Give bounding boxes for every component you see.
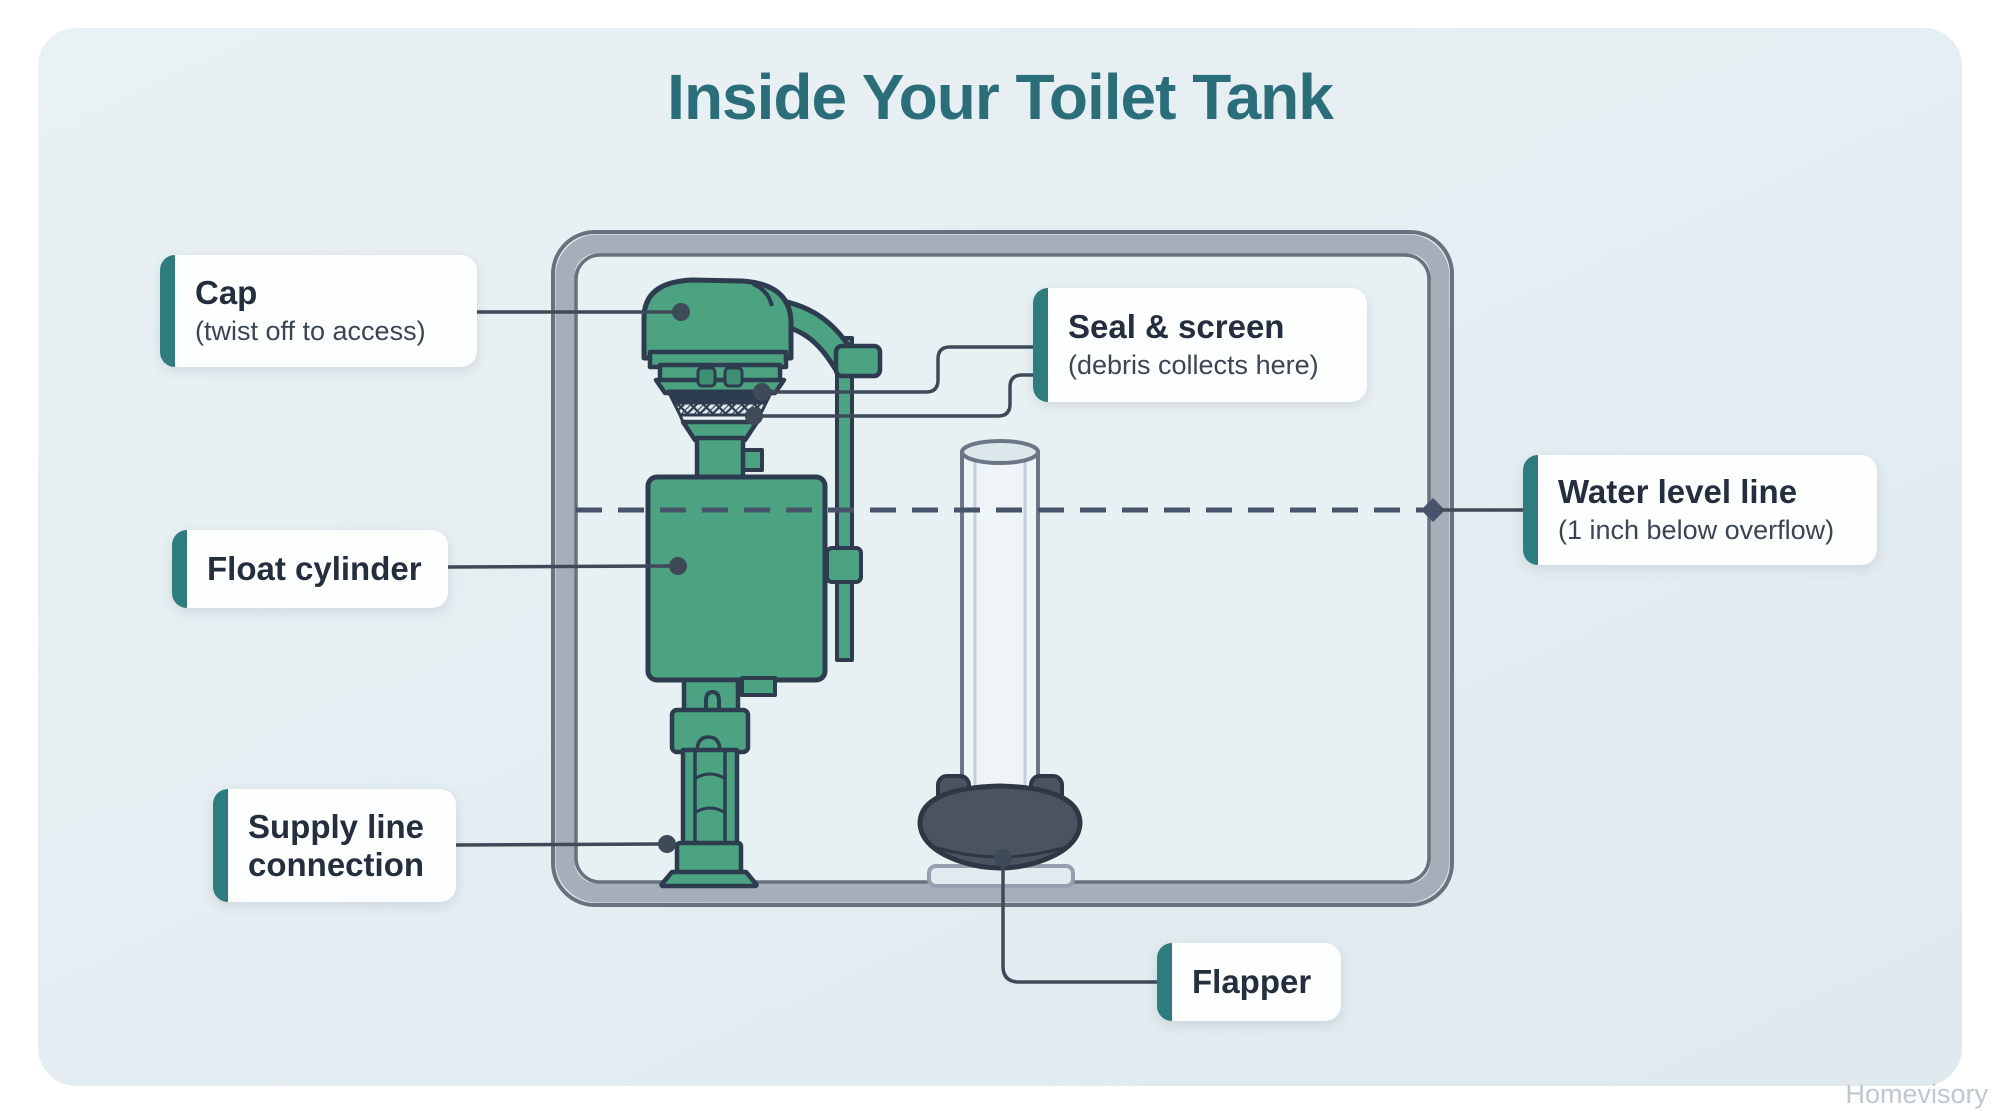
seal-screen-label-subtitle: (debris collects here) <box>1068 350 1319 381</box>
connector-dots <box>658 303 1012 867</box>
float-cylinder-label-title: Float cylinder <box>207 550 422 588</box>
cap-dome <box>641 277 794 361</box>
water-level-accent-bar <box>1523 455 1538 565</box>
connector-line-seal-lower <box>754 373 1033 418</box>
seal-screen-accent-bar <box>1033 288 1048 402</box>
connector-dot-cap <box>672 303 690 321</box>
cap-label-subtitle: (twist off to access) <box>195 316 426 347</box>
refill-rod <box>835 336 854 662</box>
float-cylinder-body <box>645 474 828 683</box>
label-card-seal-screen: Seal & screen (debris collects here) <box>1033 288 1367 402</box>
water-level-label-subtitle: (1 inch below overflow) <box>1558 515 1835 546</box>
connector-line-supply <box>455 842 668 847</box>
label-card-cap: Cap (twist off to access) <box>160 255 477 367</box>
connector-line-flapper <box>1001 858 1157 984</box>
flapper-label-title: Flapper <box>1192 963 1312 1001</box>
label-connectors <box>447 310 1523 984</box>
label-card-supply-line: Supply line connection <box>213 789 456 902</box>
flapper-illustration <box>917 774 1083 871</box>
watermark: Homevisory <box>1845 1079 1988 1109</box>
rod-bracket <box>825 546 863 584</box>
connector-line-float <box>447 564 679 569</box>
seal-screen-label-title: Seal & screen <box>1068 308 1285 346</box>
label-card-water-level: Water level line (1 inch below overflow) <box>1523 455 1877 565</box>
flapper-accent-bar <box>1157 943 1172 1021</box>
connector-dot-supply <box>658 835 676 853</box>
water-level-label-title: Water level line <box>1558 473 1798 511</box>
supply-flange <box>659 869 759 889</box>
arm-clamp <box>833 343 883 379</box>
cap-label-title: Cap <box>195 274 258 312</box>
water-level-dashed-line <box>576 498 1445 522</box>
connector-dot-seal-lower <box>745 407 763 425</box>
supply-line-accent-bar <box>213 789 228 902</box>
water-level-marker <box>1421 498 1445 522</box>
fill-valve-illustration <box>641 277 883 889</box>
connector-dot-flapper <box>994 849 1012 867</box>
label-card-float-cylinder: Float cylinder <box>172 530 448 608</box>
connector-line-seal-upper <box>762 345 1033 394</box>
connector-dot-seal-upper <box>753 383 771 401</box>
lock-nut <box>669 707 751 755</box>
float-cylinder-accent-bar <box>172 530 187 608</box>
label-card-flapper: Flapper <box>1157 943 1341 1021</box>
cap-accent-bar <box>160 255 175 367</box>
page-title: Inside Your Toilet Tank <box>667 61 1334 133</box>
connector-dot-float <box>669 557 687 575</box>
supply-line-label-title: Supply line connection <box>248 807 425 883</box>
